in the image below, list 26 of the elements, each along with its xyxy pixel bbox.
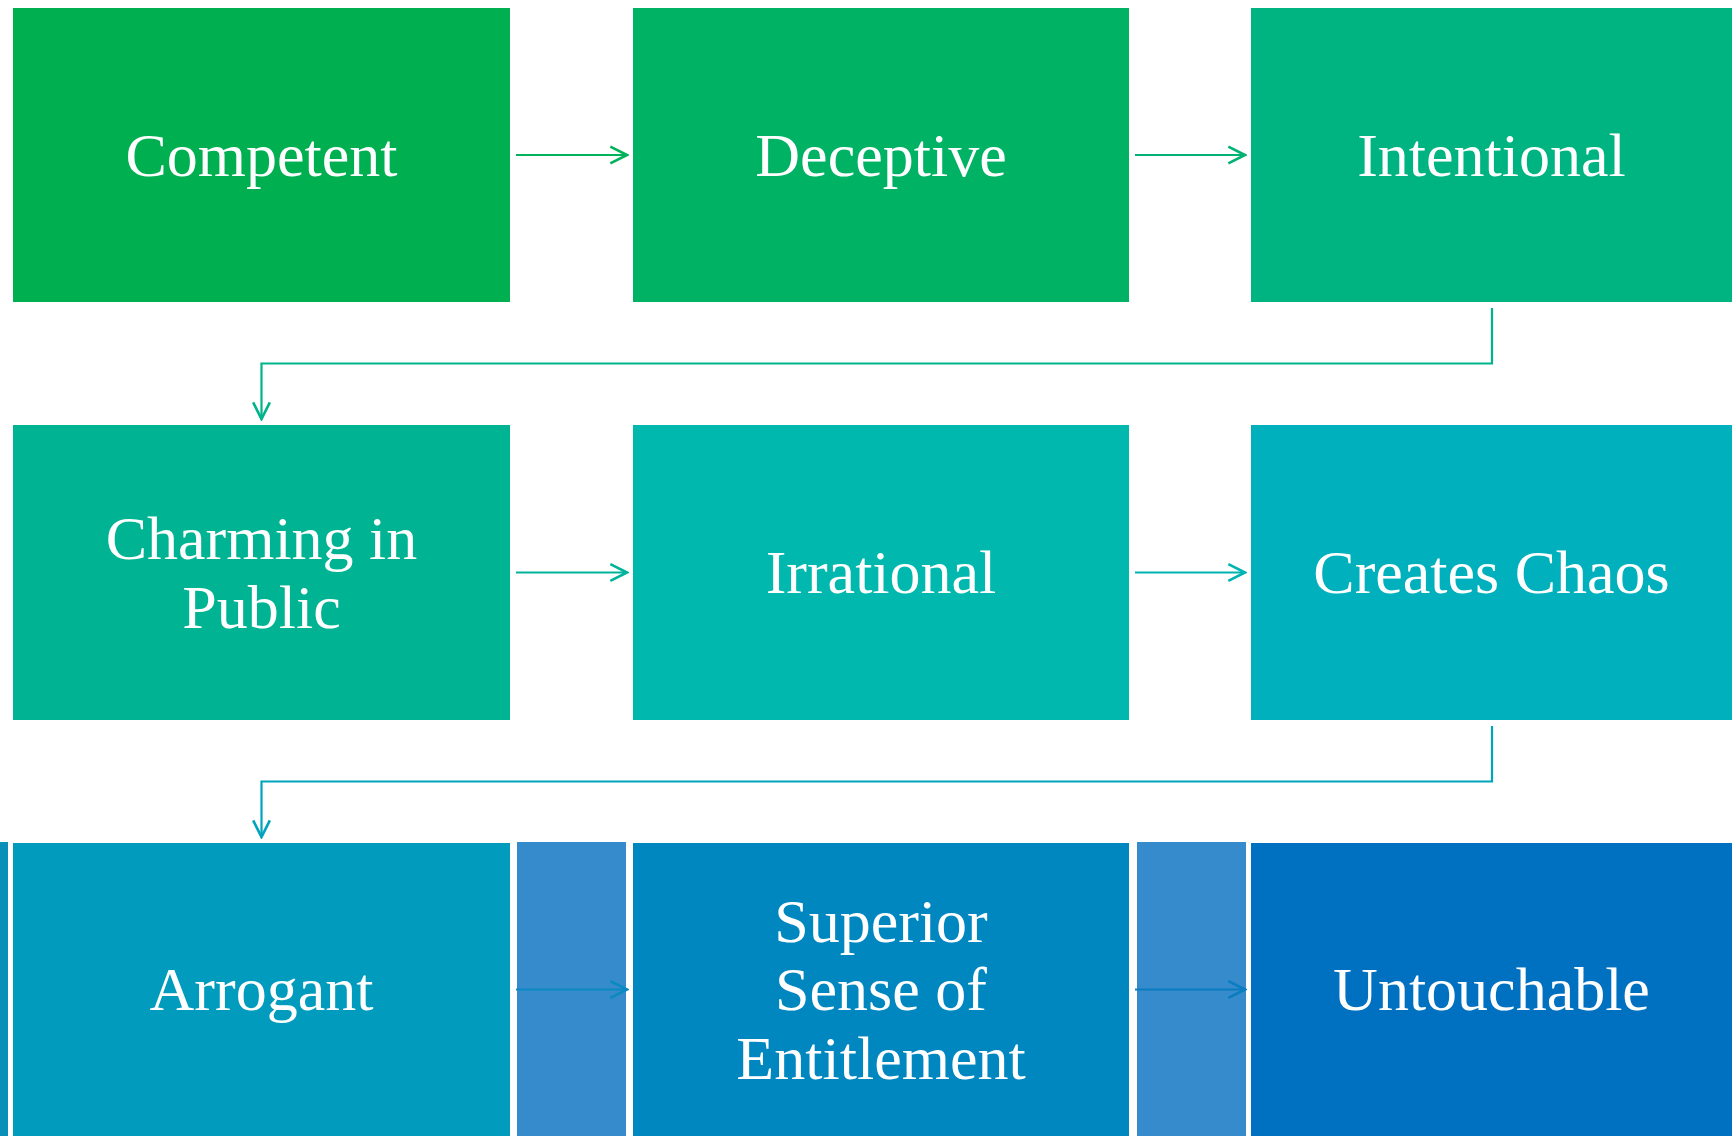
arrow <box>251 726 1494 839</box>
process-box <box>13 843 510 1136</box>
process-box <box>1251 8 1732 302</box>
process-box <box>633 8 1129 302</box>
box-label: Intentional <box>1357 120 1626 190</box>
arrow <box>516 145 629 165</box>
box-label: Deceptive <box>755 120 1007 190</box>
box-label: Irrational <box>765 538 997 607</box>
box-label: Competent <box>125 120 398 190</box>
arrow <box>251 308 1494 421</box>
process-box <box>633 843 1129 1136</box>
box-label: Charming in Public <box>104 504 419 641</box>
arrow <box>1135 979 1247 1000</box>
process-box <box>1251 843 1732 1136</box>
arrow <box>1135 562 1247 583</box>
box-label: Creates Chaos <box>1313 538 1670 607</box>
arrow <box>516 979 629 1000</box>
arrow <box>516 562 629 583</box>
box-label: Arrogant <box>149 955 374 1024</box>
process-box <box>633 425 1129 720</box>
process-box <box>13 8 510 302</box>
process-box <box>13 425 510 720</box>
arrow <box>1135 145 1247 165</box>
process-box <box>1251 425 1732 720</box>
box-label: Untouchable <box>1333 955 1650 1024</box>
box-label: Superior Sense of Entitlement <box>735 887 1027 1092</box>
